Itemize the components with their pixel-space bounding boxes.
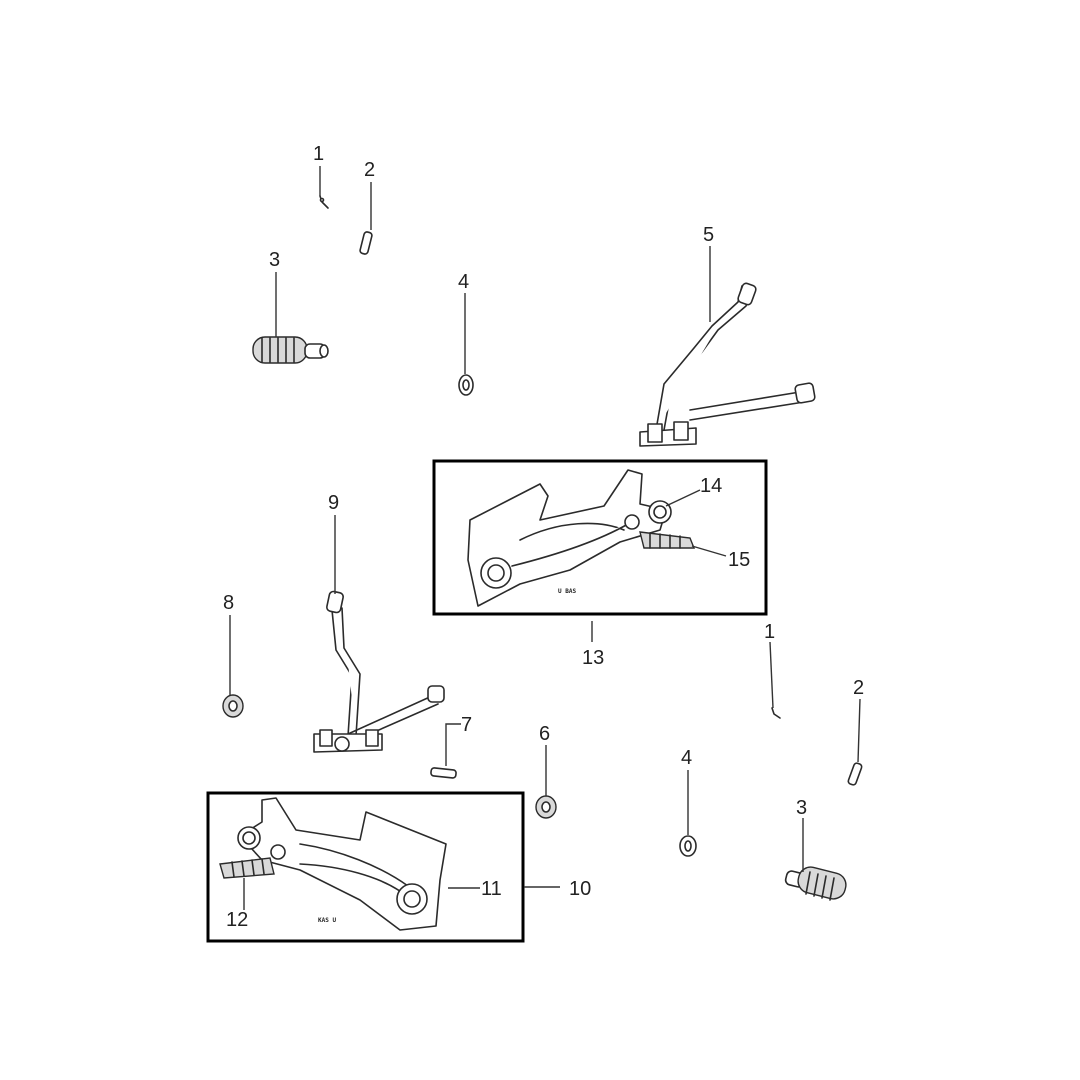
leader-15 xyxy=(691,545,727,557)
callout-15: 15 xyxy=(728,549,750,571)
callout-13: 13 xyxy=(582,647,604,669)
callout-11: 11 xyxy=(481,878,502,900)
callout-5: 5 xyxy=(703,224,714,246)
washer-top xyxy=(458,374,474,396)
callout-2-bottom: 2 xyxy=(853,677,864,699)
callout-3-top: 3 xyxy=(269,249,280,271)
footpeg-stay-left xyxy=(313,590,445,753)
stamp-right-bracket: U BAS xyxy=(558,588,576,595)
callout-2-top: 2 xyxy=(364,159,375,181)
callout-8: 8 xyxy=(223,592,234,614)
callout-1-top: 1 xyxy=(313,143,324,165)
footpeg-rubber-bottom xyxy=(784,866,847,901)
footpeg-bracket-right: U BAS xyxy=(467,469,696,607)
footpeg-rubber-top xyxy=(252,336,329,364)
bushing-6 xyxy=(535,795,557,819)
leader-14 xyxy=(665,489,701,507)
callout-12: 12 xyxy=(226,909,248,931)
leader-7 xyxy=(445,723,461,766)
callout-1-bottom: 1 xyxy=(764,621,775,643)
callout-6: 6 xyxy=(539,723,550,745)
pin-top xyxy=(359,231,373,255)
bushing-8 xyxy=(222,694,244,718)
footpeg-stay-right xyxy=(639,282,816,447)
pin-bottom xyxy=(847,762,863,786)
footpeg-bracket-left: KAS U xyxy=(219,797,447,931)
callout-4-bottom: 4 xyxy=(681,747,692,769)
callout-7: 7 xyxy=(461,714,472,736)
leader-1-bottom xyxy=(769,641,774,709)
cotter-pin-top xyxy=(319,195,329,209)
callout-9: 9 xyxy=(328,492,339,514)
cotter-pin-bottom xyxy=(771,707,781,719)
callout-3-bottom: 3 xyxy=(796,797,807,819)
washer-bottom xyxy=(679,835,697,857)
pin-7 xyxy=(430,767,457,779)
callout-10: 10 xyxy=(569,878,591,900)
leader-2-bottom xyxy=(857,698,861,763)
stamp-left-bracket: KAS U xyxy=(318,917,336,924)
callout-4-top: 4 xyxy=(458,271,469,293)
group-box-10 xyxy=(206,791,525,943)
callout-14: 14 xyxy=(700,475,722,497)
group-box-13 xyxy=(432,459,768,616)
